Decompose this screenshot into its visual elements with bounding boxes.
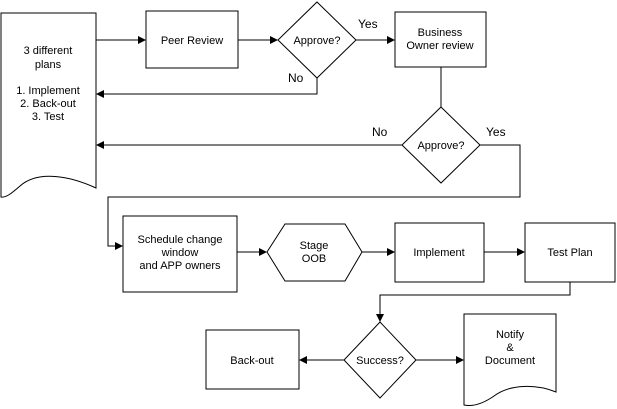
edge-label-no: No [372, 125, 388, 139]
schedule-change-box: Schedule change window and APP owners [122, 215, 238, 293]
backout-box: Back-out [205, 329, 300, 390]
approve-label: Approve? [293, 35, 340, 47]
schedule-label-line: and APP owners [139, 260, 221, 272]
backout-label: Back-out [230, 355, 273, 367]
stage-label-line: Stage [300, 240, 329, 252]
connector-test-plan-to-success [379, 282, 571, 316]
implement-label: Implement [413, 247, 464, 259]
arrowhead [96, 141, 104, 149]
implement-box: Implement [394, 222, 485, 283]
edge-label-yes: Yes [486, 125, 506, 139]
stage-oob-hexagon: Stage OOB [266, 223, 363, 282]
approve-label: Approve? [417, 140, 464, 152]
success-decision: Success? [343, 321, 417, 399]
connector-approve-yes-to-schedule [107, 144, 521, 247]
arrowhead [387, 248, 395, 256]
business-owner-label-line: Business [418, 27, 463, 39]
arrowhead [259, 248, 267, 256]
plans-document: 3 different plans 1. Implement 2. Back-o… [0, 12, 97, 198]
test-plan-label: Test Plan [547, 247, 592, 259]
business-owner-label-line: Owner review [406, 40, 473, 52]
success-label: Success? [356, 355, 404, 367]
arrowhead [96, 90, 104, 98]
test-plan-box: Test Plan [524, 222, 616, 283]
arrowhead [387, 36, 395, 44]
notify-label-line: Notify [496, 329, 525, 341]
arrowhead [138, 36, 146, 44]
peer-review-box: Peer Review [145, 10, 239, 69]
plans-title-line: 3 different [24, 45, 73, 57]
schedule-label-line: window [161, 247, 199, 259]
notify-document: Notify & Document [463, 313, 557, 406]
plans-list-item: 2. Back-out [20, 98, 76, 110]
approve-decision: Approve? [277, 1, 357, 79]
notify-label-line: & [506, 342, 514, 354]
arrowhead [299, 356, 307, 364]
notify-label-line: Document [485, 355, 535, 367]
schedule-label-line: Schedule change [137, 234, 222, 246]
edge-label-no: No [288, 71, 304, 85]
connector-approve-no-to-plans [102, 78, 318, 95]
arrowhead [270, 36, 278, 44]
arrowhead [456, 356, 464, 364]
approve-decision-2: Approve? [401, 106, 481, 184]
arrowhead [115, 242, 123, 250]
plans-list-item: 1. Implement [16, 85, 80, 97]
business-owner-review-box: Business Owner review [394, 11, 487, 68]
plans-title-line: plans [35, 59, 62, 71]
plans-list-item: 3. Test [32, 111, 64, 123]
arrowhead [376, 314, 384, 322]
connectors [96, 36, 571, 364]
peer-review-label: Peer Review [161, 35, 223, 47]
stage-label-line: OOB [302, 253, 326, 265]
arrowhead [517, 248, 525, 256]
edge-label-yes: Yes [358, 17, 378, 31]
